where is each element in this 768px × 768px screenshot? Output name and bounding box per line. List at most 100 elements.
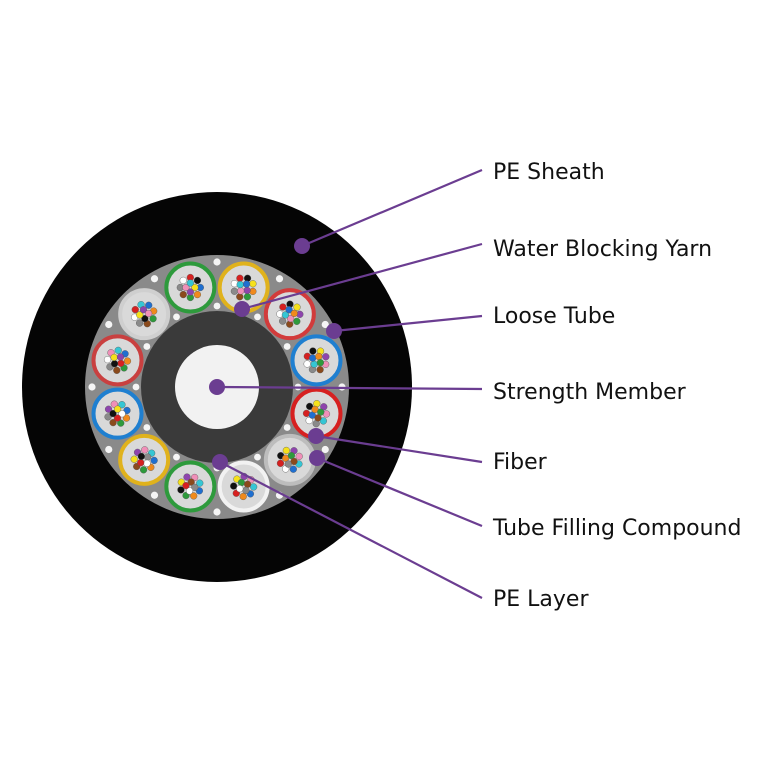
fiber xyxy=(193,290,202,299)
callout-labels: PE Sheath Water Blocking Yarn Loose Tube… xyxy=(492,160,741,612)
fiber xyxy=(118,410,126,418)
fiber xyxy=(243,286,251,295)
fiber xyxy=(137,459,145,467)
leader-water-blocking-yarn xyxy=(241,242,483,311)
water-blocking-yarn-dot xyxy=(173,313,180,321)
dot-pe-sheath xyxy=(294,238,310,254)
fiber xyxy=(249,280,257,288)
fiber xyxy=(109,419,117,427)
fiber xyxy=(290,309,298,318)
loose-tube xyxy=(118,288,171,341)
leader-pe-sheath xyxy=(301,168,483,248)
dot-tube-filling-compound xyxy=(309,450,325,466)
fiber xyxy=(118,401,126,409)
fiber xyxy=(317,408,325,416)
dot-pe-layer xyxy=(212,454,228,470)
leader-fiber xyxy=(315,434,483,464)
fiber xyxy=(314,414,322,422)
water-blocking-yarn-dot xyxy=(132,383,140,391)
fiber xyxy=(315,352,323,361)
fiber xyxy=(310,360,318,368)
fiber xyxy=(137,452,145,460)
fiber xyxy=(276,459,285,467)
dot-fiber xyxy=(308,428,324,444)
fiber xyxy=(236,281,244,289)
loose-tube xyxy=(217,460,270,513)
fiber xyxy=(293,303,301,311)
fiber xyxy=(187,478,195,486)
loose-tube xyxy=(91,334,144,387)
fiber xyxy=(305,416,313,425)
fiber xyxy=(190,492,198,500)
fiber xyxy=(242,486,250,495)
fiber xyxy=(109,409,117,418)
fiber xyxy=(183,473,191,481)
fiber xyxy=(136,319,144,327)
loose-tube-ring xyxy=(217,460,270,513)
fiber xyxy=(141,315,149,323)
label-fiber: Fiber xyxy=(493,450,548,475)
fiber xyxy=(139,466,148,474)
water-blocking-yarn-dot xyxy=(283,343,291,350)
leader-pe-layer xyxy=(219,461,483,599)
fiber xyxy=(131,306,139,314)
fiber xyxy=(150,456,158,465)
label-pe-sheath: PE Sheath xyxy=(493,160,605,185)
fiber xyxy=(143,459,151,467)
loose-tube-ring xyxy=(164,261,217,314)
fiber xyxy=(145,309,153,318)
fiber xyxy=(243,293,252,301)
fiber xyxy=(103,356,112,364)
fiber xyxy=(116,353,125,361)
water-blocking-yarn-dot xyxy=(173,453,180,461)
fiber xyxy=(139,306,148,314)
fiber xyxy=(236,485,244,493)
fiber xyxy=(191,483,199,491)
water-blocking-yarn-dot xyxy=(213,302,221,310)
fiber xyxy=(110,353,118,361)
water-blocking-yarn-dot xyxy=(275,275,284,283)
loose-tube-ring xyxy=(263,288,316,341)
fiber xyxy=(293,317,301,325)
loose-tube-ring xyxy=(118,288,171,341)
fiber xyxy=(104,405,113,413)
water-blocking-yarn-dot xyxy=(321,445,329,454)
fiber xyxy=(289,465,297,473)
fiber xyxy=(309,354,317,362)
loose-tube-ring xyxy=(91,387,144,440)
fiber xyxy=(243,480,252,488)
fiber xyxy=(113,405,122,413)
fiber xyxy=(179,290,187,299)
label-strength-member: Strength Member xyxy=(493,380,687,405)
fiber xyxy=(316,366,324,374)
water-blocking-yarn-dot xyxy=(143,343,151,350)
fiber xyxy=(123,406,131,415)
water-blocking-yarn-dot xyxy=(150,275,159,283)
fiber xyxy=(284,460,292,468)
fiber xyxy=(182,482,190,490)
fiber xyxy=(309,347,317,355)
fiber xyxy=(286,315,295,323)
label-loose-tube: Loose Tube xyxy=(493,304,615,329)
fiber xyxy=(186,288,194,296)
fiber xyxy=(320,403,328,411)
water-blocking-yarn-dot xyxy=(150,491,159,499)
fiber xyxy=(117,419,125,427)
label-pe-layer: PE Layer xyxy=(493,587,589,612)
water-blocking-yarn-dot xyxy=(213,508,221,516)
water-blocking-yarn-dot xyxy=(143,424,151,431)
loose-tube-ring xyxy=(164,460,217,513)
loose-tube xyxy=(290,334,343,387)
fiber xyxy=(308,411,316,419)
loose-tube xyxy=(263,433,316,486)
leader-strength-member xyxy=(216,385,483,391)
fiber xyxy=(319,417,327,425)
loose-tube xyxy=(164,261,217,314)
fiber xyxy=(285,306,293,314)
fiber xyxy=(149,315,157,323)
fiber xyxy=(196,479,204,487)
fiber xyxy=(281,311,289,319)
fiber xyxy=(322,353,330,361)
fiber xyxy=(186,279,194,287)
water-blocking-yarn-dot xyxy=(254,453,261,461)
